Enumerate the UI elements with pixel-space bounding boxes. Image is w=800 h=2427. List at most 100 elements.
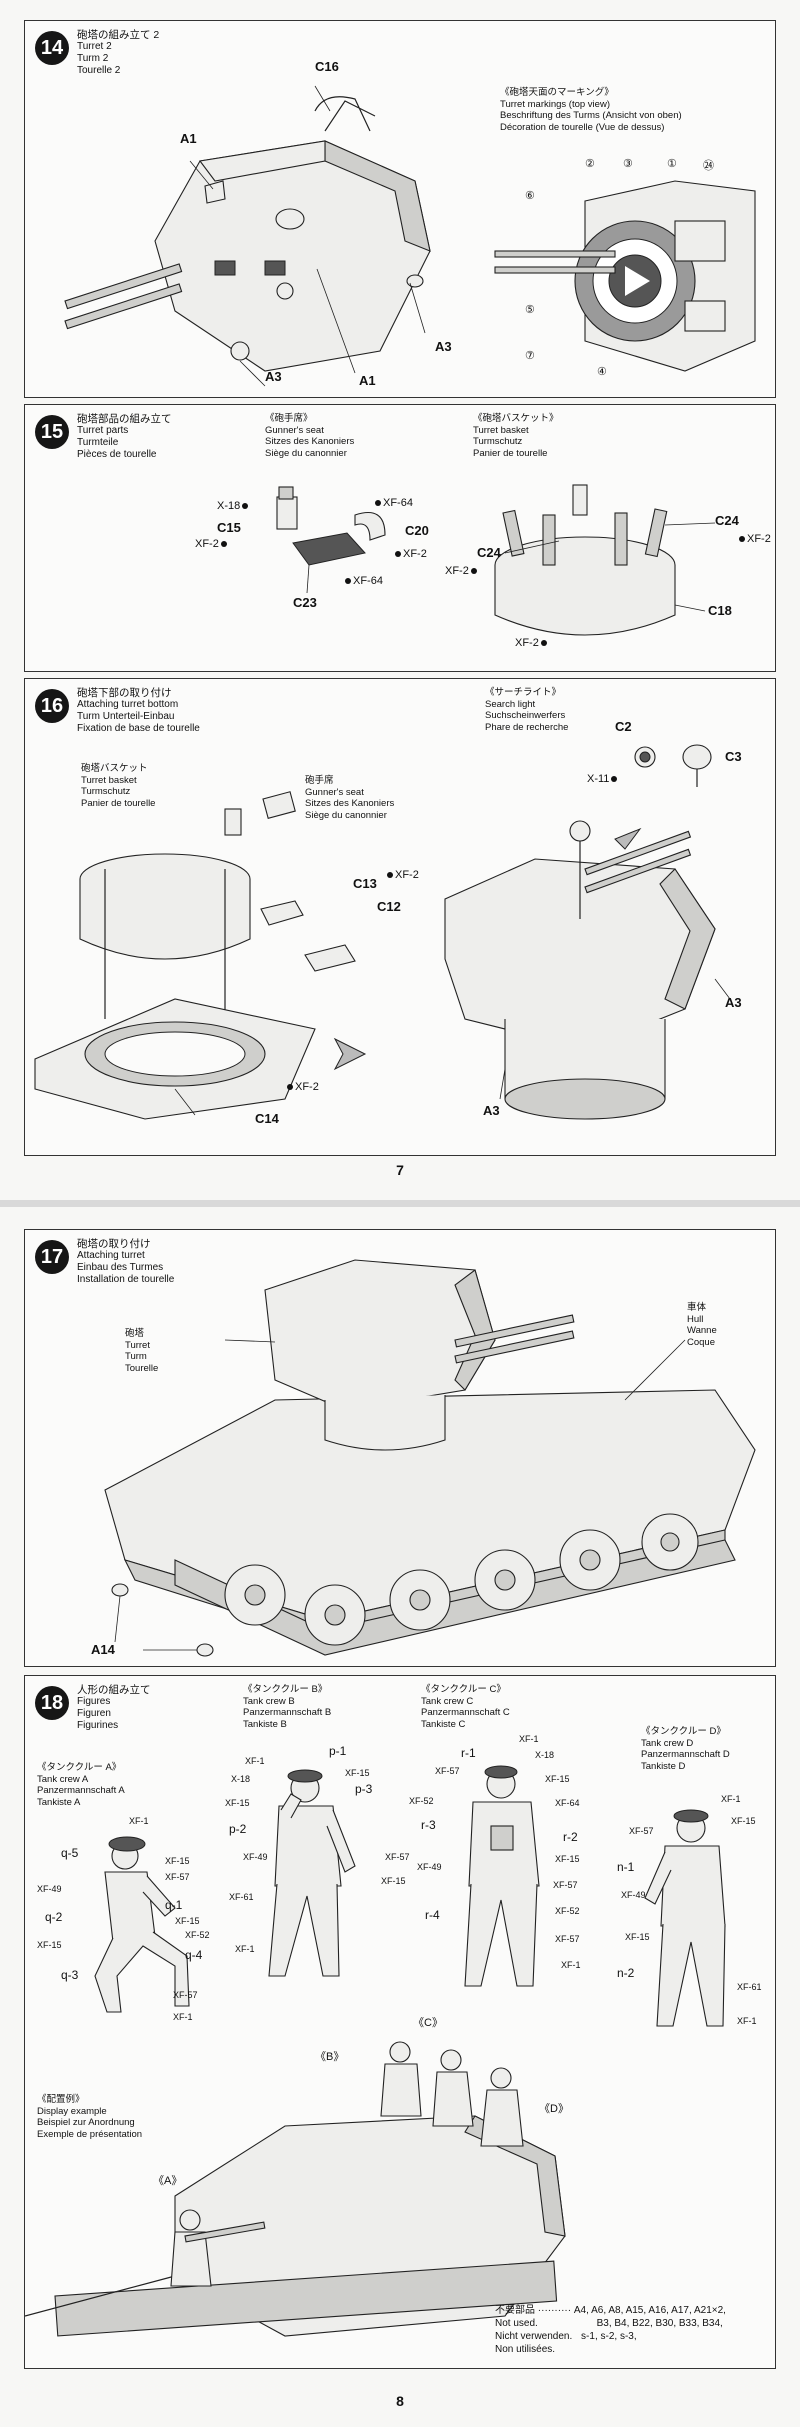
- gunner-seat-caption: 《砲手席》 Gunner's seat Sitzes des Kanoniers…: [265, 413, 355, 459]
- step-title: 砲塔の取り付け Attaching turret Einbau des Turm…: [77, 1238, 175, 1285]
- paint-code: XF-1: [235, 1944, 255, 1954]
- part-label-c3: C3: [725, 749, 742, 764]
- part-label: n-2: [617, 1966, 635, 1980]
- part-label: q-3: [61, 1968, 79, 1982]
- paint-code: X-18: [231, 1774, 251, 1784]
- display-tag-a: 《A》: [153, 2175, 183, 2187]
- part-label-c20: C20: [405, 523, 429, 538]
- part-label: p-1: [329, 1744, 347, 1758]
- paint-code: XF-2: [445, 565, 479, 577]
- turret-basket-caption: 砲塔バスケット Turret basket Turmschutz Panier …: [81, 763, 156, 809]
- decal-number: ⑥: [525, 190, 535, 202]
- part-label-a3: A3: [483, 1103, 500, 1118]
- step-number: 18: [35, 1686, 69, 1720]
- turret-parts-drawing: [276, 484, 716, 636]
- part-label-a14: A14: [91, 1642, 115, 1657]
- paint-code: XF-1: [561, 1960, 581, 1970]
- part-label-a3: A3: [435, 339, 452, 354]
- paint-code: XF-57: [555, 1934, 580, 1944]
- paint-code: XF-15: [345, 1768, 370, 1778]
- part-label-a1: A1: [359, 373, 376, 388]
- tank-hull-drawing: [104, 1259, 756, 1657]
- paint-code: XF-1: [173, 2012, 193, 2022]
- part-label-c14: C14: [255, 1111, 279, 1126]
- part-label-c13: C13: [353, 876, 377, 891]
- crew-d-caption: 《タンククルー D》 Tank crew D Panzermannschaft …: [641, 1726, 730, 1772]
- paint-code: XF-1: [245, 1756, 265, 1766]
- step-15-panel: 15 砲塔部品の組み立て Turret parts Turmteile Pièc…: [24, 404, 776, 672]
- paint-code: XF-1: [737, 2016, 757, 2026]
- paint-code: XF-1: [519, 1734, 539, 1744]
- paint-code: XF-64: [343, 575, 383, 587]
- paint-code: XF-49: [37, 1884, 62, 1894]
- part-label: r-2: [563, 1830, 578, 1844]
- part-label-c24: C24: [715, 513, 739, 528]
- step-17-panel: 17 砲塔の取り付け Attaching turret Einbau des T…: [24, 1229, 776, 1667]
- gunner-seat-caption: 砲手席 Gunner's seat Sitzes des Kanoniers S…: [305, 775, 395, 821]
- step-16-panel: 16 砲塔下部の取り付け Attaching turret bottom Tur…: [24, 678, 776, 1156]
- part-label-a1: A1: [180, 131, 197, 146]
- decal-number: ⑦: [525, 350, 535, 362]
- paint-code: XF-49: [621, 1890, 646, 1900]
- part-label: r-4: [425, 1908, 440, 1922]
- crew-a-caption: 《タンククルー A》 Tank crew A Panzermannschaft …: [37, 1762, 125, 1808]
- turret-assembly-drawing: [64, 85, 756, 387]
- paint-code: XF-64: [555, 1798, 580, 1808]
- part-label: p-3: [355, 1782, 373, 1796]
- paint-code: XF-2: [285, 1081, 319, 1093]
- paint-code: XF-52: [185, 1930, 210, 1940]
- part-label: q-5: [61, 1846, 79, 1860]
- step-title: 砲塔下部の取り付け Attaching turret bottom Turm U…: [77, 687, 200, 734]
- turret-markings-caption: 《砲塔天面のマーキング》 Turret markings (top view) …: [500, 87, 682, 133]
- page-8: 17 砲塔の取り付け Attaching turret Einbau des T…: [0, 1207, 800, 2427]
- paint-code: X-11: [587, 773, 619, 785]
- crew-b-caption: 《タンククルー B》 Tank crew B Panzermannschaft …: [243, 1684, 332, 1730]
- paint-code: XF-64: [373, 497, 413, 509]
- paint-code: XF-61: [737, 1982, 762, 1992]
- step-title: 砲塔部品の組み立て Turret parts Turmteile Pièces …: [77, 413, 172, 460]
- display-tag-d: 《D》: [539, 2103, 569, 2115]
- paint-code: XF-57: [629, 1826, 654, 1836]
- part-label: q-1: [165, 1898, 183, 1912]
- paint-code: XF-15: [165, 1856, 190, 1866]
- paint-code: XF-15: [381, 1876, 406, 1886]
- step-14-panel: 14 砲塔の組み立て 2 Turret 2 Turm 2 Tourelle 2: [24, 20, 776, 398]
- part-label-c16: C16: [315, 59, 339, 74]
- paint-code: XF-2: [737, 533, 771, 545]
- step-number: 16: [35, 689, 69, 723]
- turret-caption: 砲塔 Turret Turm Tourelle: [125, 1328, 159, 1374]
- paint-code: XF-1: [721, 1794, 741, 1804]
- step-number: 17: [35, 1240, 69, 1274]
- decal-number: ④: [597, 366, 607, 378]
- display-tag-b: 《B》: [315, 2051, 345, 2063]
- turret-basket-caption: 《砲塔バスケット》 Turret basket Turmschutz Panie…: [473, 413, 559, 459]
- part-label-c24: C24: [477, 545, 501, 560]
- paint-code: XF-2: [385, 869, 419, 881]
- paint-code: XF-15: [625, 1932, 650, 1942]
- paint-code: XF-57: [385, 1852, 410, 1862]
- paint-code: XF-49: [417, 1862, 442, 1872]
- decal-number: ①: [667, 158, 677, 170]
- paint-code: XF-2: [393, 548, 427, 560]
- decal-number: ③: [623, 158, 633, 170]
- part-label: q-2: [45, 1910, 63, 1924]
- step-number: 14: [35, 31, 69, 65]
- paint-code: XF-15: [545, 1774, 570, 1784]
- step-18-panel: 18 人形の組み立て Figures Figuren Figurines: [24, 1675, 776, 2369]
- display-tag-c: 《C》: [413, 2017, 443, 2029]
- search-light-caption: 《サーチライト》 Search light Suchscheinwerfers …: [485, 687, 569, 733]
- page-number: 8: [396, 2393, 404, 2409]
- paint-code: XF-49: [243, 1852, 268, 1862]
- part-label-a3: A3: [725, 995, 742, 1010]
- step-number: 15: [35, 415, 69, 449]
- paint-code: XF-57: [173, 1990, 198, 2000]
- paint-code: XF-52: [555, 1906, 580, 1916]
- step-title: 砲塔の組み立て 2 Turret 2 Turm 2 Tourelle 2: [77, 29, 160, 76]
- paint-code: XF-57: [553, 1880, 578, 1890]
- paint-code: X-18: [217, 500, 250, 512]
- figures-drawing: [25, 1765, 726, 2337]
- part-label-c18: C18: [708, 603, 732, 618]
- page-7: 14 砲塔の組み立て 2 Turret 2 Turm 2 Tourelle 2: [0, 0, 800, 1200]
- paint-code: XF-15: [731, 1816, 756, 1826]
- decal-number: ⑤: [525, 304, 535, 316]
